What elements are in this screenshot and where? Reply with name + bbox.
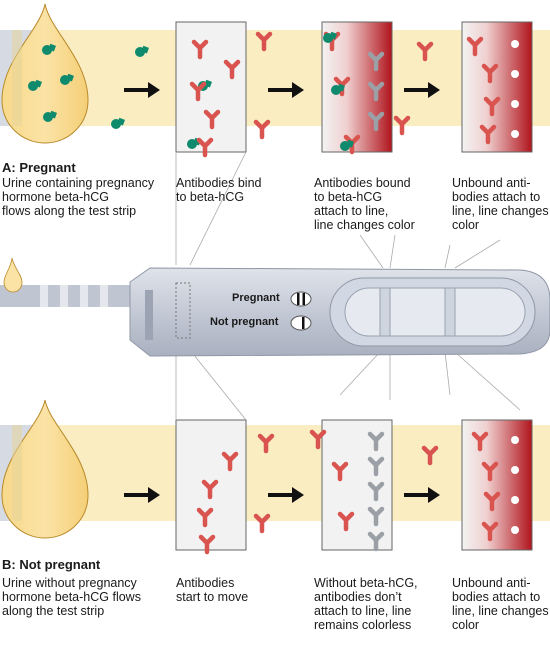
caption-a1: Urine containing pregnancy hormone beta-…	[2, 176, 155, 218]
connector-line	[359, 234, 384, 269]
connector-line	[444, 244, 451, 269]
test-device	[0, 257, 550, 357]
hormone-molecule	[135, 45, 149, 57]
panel-b4	[461, 419, 533, 551]
caption-a4: Unbound anti- bodies attach to line, lin…	[452, 176, 549, 232]
control-line	[444, 287, 456, 337]
flow-arrow-head	[148, 487, 160, 503]
not-pregnant-label: Not pregnant	[210, 316, 279, 328]
strip-band-b	[0, 425, 550, 521]
pregnant-symbol	[290, 291, 312, 307]
antibody	[256, 122, 268, 137]
antibody	[256, 516, 268, 531]
connector-line	[339, 351, 381, 396]
strip-stripe	[12, 30, 22, 126]
antibody	[258, 34, 270, 49]
line-anchor	[511, 526, 519, 534]
hormone-molecule	[111, 117, 125, 129]
caption-b1: Urine without pregnancy hormone beta-hCG…	[2, 576, 141, 618]
line-anchor	[511, 40, 519, 48]
sample-window	[175, 282, 191, 339]
small-drop	[3, 257, 23, 293]
caption-b4: Unbound anti- bodies attach to line, lin…	[452, 576, 549, 632]
flow-arrow-head	[428, 487, 440, 503]
section-b-heading: B: Not pregnant	[2, 557, 100, 572]
caption-b2: Antibodies start to move	[176, 576, 249, 604]
section-a-heading: A: Pregnant	[2, 160, 76, 175]
flow-arrow-head	[292, 487, 304, 503]
antibody	[260, 436, 272, 451]
antibody	[419, 44, 431, 59]
line-anchor	[511, 100, 519, 108]
connector-line	[454, 351, 521, 411]
line-anchor	[511, 466, 519, 474]
antibody	[424, 448, 436, 463]
line-anchor	[511, 130, 519, 138]
flow-arrow-head	[292, 82, 304, 98]
caption-a3: Antibodies bound to beta-hCG attach to l…	[314, 176, 415, 232]
not-pregnant-symbol	[290, 315, 312, 331]
connector-line	[444, 351, 451, 396]
line-anchor	[511, 70, 519, 78]
section-b-title: Not pregnant	[19, 557, 101, 572]
panel-a2	[175, 21, 247, 153]
caption-a2: Antibodies bind to beta-hCG	[176, 176, 262, 204]
connector-line	[389, 234, 396, 269]
strip-band-a	[0, 30, 550, 126]
connector-line	[454, 239, 501, 269]
pregnant-label: Pregnant	[232, 292, 280, 304]
strip-stripe	[12, 425, 22, 521]
line-anchor	[511, 436, 519, 444]
line-anchor	[511, 496, 519, 504]
section-a-title: Pregnant	[19, 160, 76, 175]
caption-b3: Without beta-hCG, antibodies don’t attac…	[314, 576, 418, 632]
result-window	[344, 287, 526, 337]
connector-line	[189, 151, 247, 266]
flow-arrow-head	[428, 82, 440, 98]
flow-arrow-head	[148, 82, 160, 98]
connector-line	[189, 349, 247, 421]
section-a-letter: A:	[2, 160, 16, 175]
antibody	[396, 118, 408, 133]
test-line	[379, 287, 391, 337]
section-b-letter: B:	[2, 557, 16, 572]
device-grip	[145, 290, 153, 340]
